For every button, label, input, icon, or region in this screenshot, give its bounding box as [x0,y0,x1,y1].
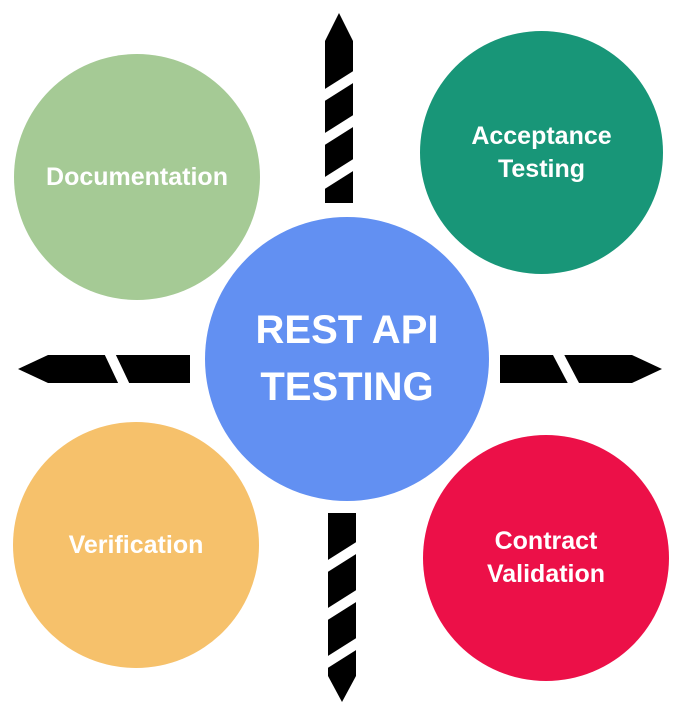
node-rest-api-testing: REST API TESTING [205,217,489,501]
node-contract-validation-label-line2: Validation [486,560,606,588]
node-verification: Verification [13,422,259,668]
center-label-line1: REST API [255,308,439,353]
node-contract-validation-label-line1: Contract [494,527,598,555]
arrow-up-icon [317,13,361,203]
node-contract-validation: Contract Validation [423,435,669,681]
arrow-right-icon [500,347,662,391]
arrow-down-icon [320,513,364,702]
node-verification-label: Verification [68,530,204,559]
center-label-line2: TESTING [260,365,434,409]
node-acceptance-testing-label-line2: Testing [497,154,586,183]
arrow-left-icon [18,347,190,391]
node-documentation: Documentation [14,54,260,300]
node-documentation-label: Documentation [46,162,228,191]
node-acceptance-testing-label-line1: Acceptance [471,121,612,150]
node-acceptance-testing: Acceptance Testing [420,31,663,274]
